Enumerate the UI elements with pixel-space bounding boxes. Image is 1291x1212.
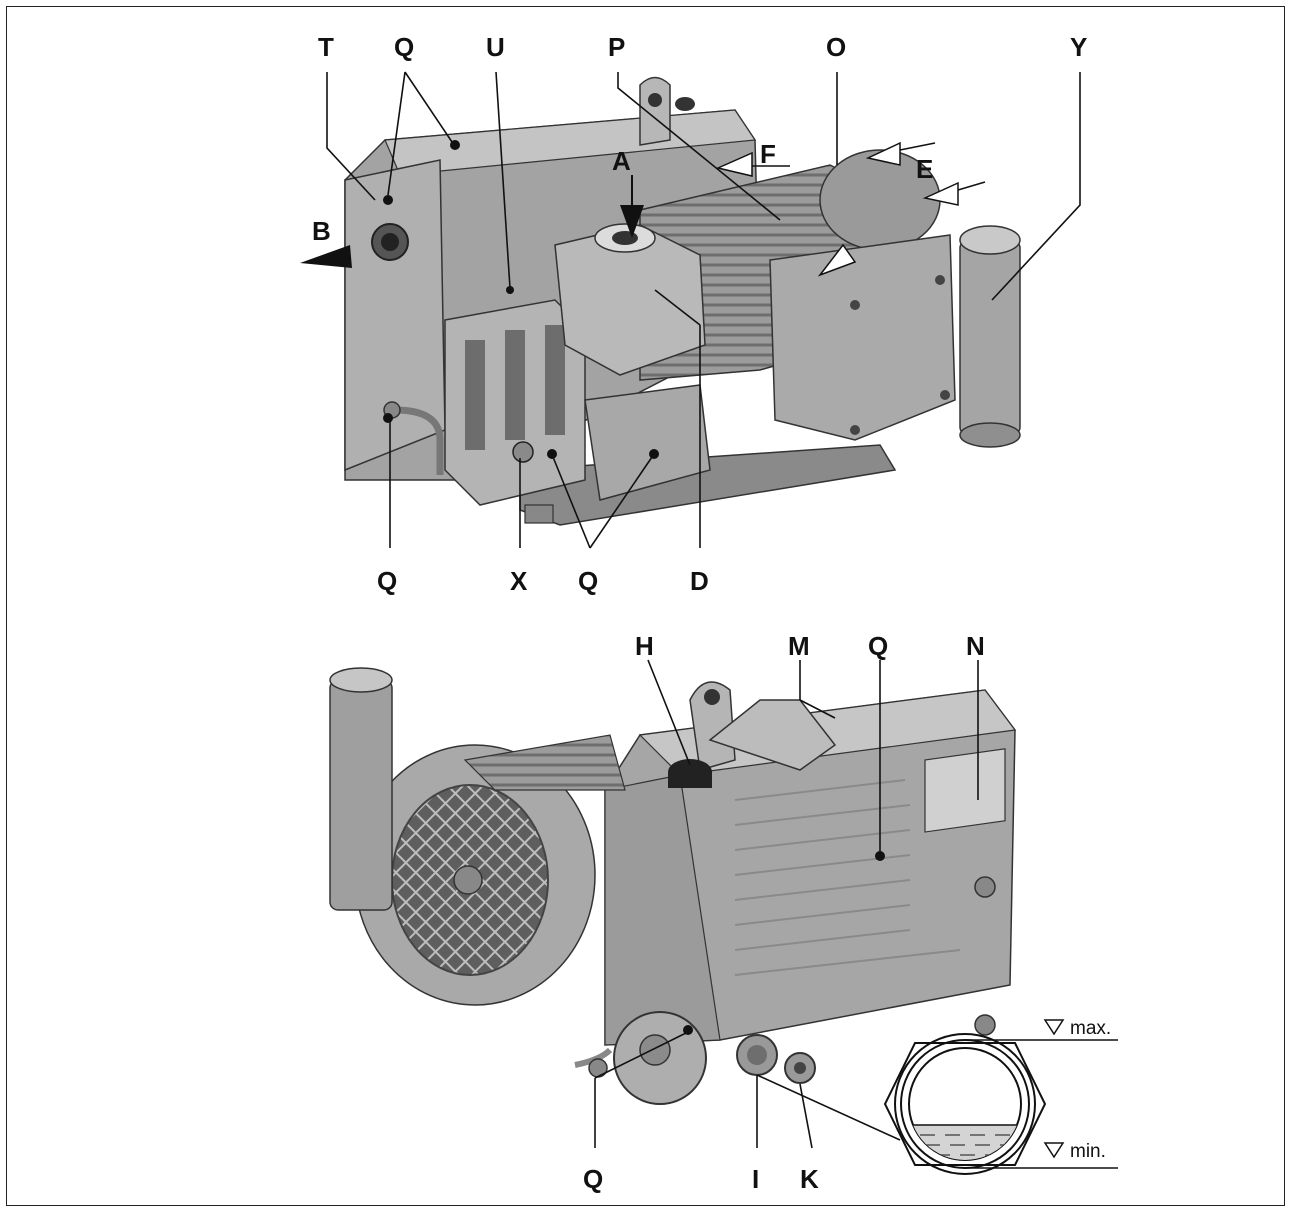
label-M: M <box>788 631 810 661</box>
label-P: P <box>608 32 625 62</box>
label-F: F <box>760 139 776 169</box>
label-Q-lower-top: Q <box>868 631 888 661</box>
label-B: B <box>312 216 331 246</box>
figure-frame <box>6 6 1285 1206</box>
nameplate <box>924 748 1006 833</box>
label-N: N <box>966 631 985 661</box>
label-D: D <box>690 566 709 596</box>
sight-glass-detail: max. min. <box>883 1018 1118 1175</box>
lower-pump-view: max. min. H M Q N Q I K <box>329 631 1118 1194</box>
label-I: I <box>752 1164 759 1194</box>
label-K: K <box>800 1164 819 1194</box>
label-O: O <box>826 32 846 62</box>
suction-flange <box>554 224 706 376</box>
label-Q-top: Q <box>394 32 414 62</box>
label-A: A <box>612 146 631 176</box>
terminal-box <box>769 234 956 441</box>
label-U: U <box>486 32 505 62</box>
label-Y: Y <box>1070 32 1087 62</box>
label-Q-lower-bottom: Q <box>583 1164 603 1194</box>
label-max: max. <box>1070 1018 1111 1039</box>
upper-pump-view: T Q U P O Y A F E B Q X Q D <box>300 32 1087 596</box>
label-H: H <box>635 631 654 661</box>
label-T: T <box>318 32 334 62</box>
label-Q-bottom: Q <box>578 566 598 596</box>
end-plate <box>344 159 446 472</box>
label-min: min. <box>1070 1141 1106 1162</box>
filter-housing <box>959 239 1021 436</box>
label-E: E <box>916 154 933 184</box>
label-X: X <box>510 566 528 596</box>
label-Q-left: Q <box>377 566 397 596</box>
